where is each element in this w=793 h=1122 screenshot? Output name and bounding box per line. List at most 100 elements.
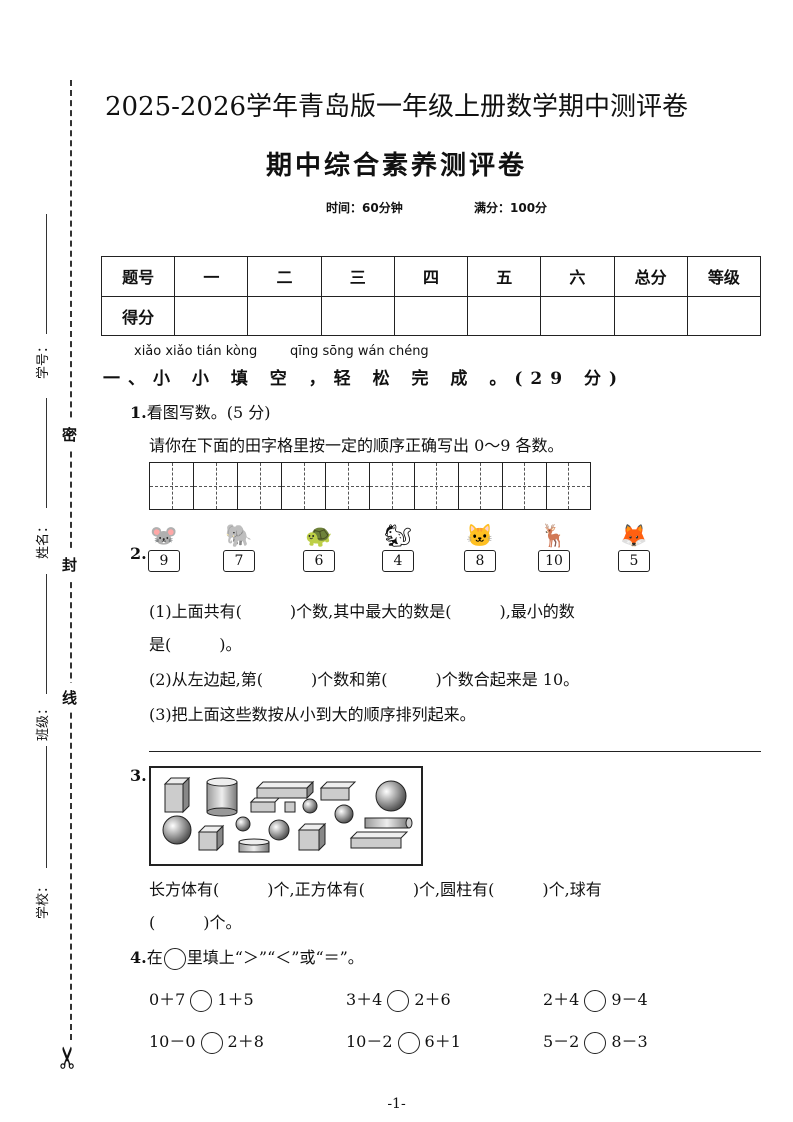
q1-heading: 1.看图写数。(5 分) — [130, 399, 270, 423]
compare-right: 6＋1 — [424, 1032, 461, 1051]
compare-left: 3＋4 — [346, 990, 383, 1009]
exam-subtitle: 期中综合素养测评卷 — [265, 151, 527, 181]
number-box: 5 — [618, 550, 650, 572]
compare-right: 2＋8 — [227, 1032, 264, 1051]
score-cell[interactable] — [540, 295, 615, 336]
number-box: 4 — [382, 550, 414, 572]
score-header-cell: 一 — [174, 256, 249, 297]
cylinder-lying — [364, 817, 413, 829]
compare-circle[interactable] — [387, 989, 410, 1012]
compare-item: 2＋4 9－4 — [543, 986, 648, 1012]
q1-title: 看图写数。(5 分) — [146, 403, 271, 422]
grid-cell[interactable] — [150, 463, 195, 509]
student-id-label: 学号： — [36, 339, 52, 380]
name-label: 姓名： — [36, 519, 52, 560]
score-cell[interactable] — [393, 295, 469, 336]
q4-number: 4. — [130, 948, 147, 967]
q2-answer-line[interactable] — [149, 751, 761, 752]
score-cell[interactable] — [613, 295, 688, 336]
mouse-icon: 🐭 — [150, 524, 178, 549]
tianzige-grid[interactable] — [149, 462, 591, 510]
score-cell[interactable] — [174, 295, 249, 336]
compare-left: 10－2 — [346, 1032, 393, 1051]
grid-cell[interactable] — [194, 463, 239, 509]
q4-title-pre: 在 — [146, 948, 163, 967]
cuboid-long — [349, 831, 409, 849]
grid-cell[interactable] — [502, 463, 547, 509]
cube-left — [197, 824, 225, 852]
score-header-cell: 六 — [540, 256, 615, 297]
compare-item: 10－0 2＋8 — [149, 1028, 264, 1054]
q3-line2: ( )个。 — [149, 913, 242, 932]
sphere-large-left — [162, 815, 192, 845]
animal-card: 🐘7 — [215, 524, 263, 572]
section1-title: 一、小 小 填 空 ，轻 松 完 成 。(29 分) — [103, 369, 626, 389]
number-box: 9 — [148, 550, 180, 572]
q4-title-post: 里填上“＞”“＜”或“＝”。 — [186, 948, 364, 967]
score-header-cell: 题号 — [100, 256, 176, 297]
q2-sub1: (1)上面共有( )个数,其中最大的数是( ),最小的数 — [149, 602, 575, 621]
grid-cell[interactable] — [370, 463, 415, 509]
score-header-cell: 五 — [467, 256, 542, 297]
section1-pinyin-left: xiǎo xiǎo tián kòng — [134, 344, 258, 359]
score-table-score-row: 得分 — [100, 295, 762, 336]
score-cell[interactable] — [467, 295, 542, 336]
score-row-label: 得分 — [100, 295, 176, 336]
compare-circle[interactable] — [584, 1031, 607, 1054]
q2-sub1-cont: 是( )。 — [149, 635, 242, 654]
school-line — [46, 746, 47, 868]
number-box: 6 — [303, 550, 335, 572]
animal-card: 🦊5 — [610, 524, 658, 572]
solids-picture — [149, 766, 423, 866]
score-cell[interactable] — [320, 295, 395, 336]
school-label: 学校： — [36, 879, 52, 920]
q3-line1: 长方体有( )个,正方体有( )个,圆柱有( )个,球有 — [149, 880, 602, 899]
score-cell[interactable] — [686, 295, 762, 336]
grid-cell[interactable] — [546, 463, 591, 509]
grid-cell[interactable] — [238, 463, 283, 509]
q1-instruction: 请你在下面的田字格里按一定的顺序正确写出 0～9 各数。 — [149, 436, 564, 455]
cat-icon: 🐱 — [466, 524, 494, 549]
elephant-icon: 🐘 — [225, 524, 253, 549]
compare-circle-icon — [163, 947, 186, 970]
score-header-cell: 总分 — [613, 256, 688, 297]
animal-card: 🐿4 — [374, 524, 422, 572]
page-number: -1- — [387, 1096, 406, 1112]
seal-feng: 封 — [62, 550, 78, 579]
grid-cell[interactable] — [326, 463, 371, 509]
compare-left: 10－0 — [149, 1032, 196, 1051]
cube-mid — [284, 801, 296, 813]
animal-card: 🐭9 — [140, 524, 188, 572]
sphere-mid — [268, 819, 290, 841]
score-table-header-row: 题号 一 二 三 四 五 六 总分 等级 — [100, 256, 762, 297]
score-cell[interactable] — [247, 295, 322, 336]
grid-cell[interactable] — [282, 463, 327, 509]
cylinder-large — [206, 777, 238, 817]
sphere-mid-2 — [334, 804, 354, 824]
cuboid-small — [249, 797, 281, 813]
compare-right: 8－3 — [611, 1032, 648, 1051]
q1-number: 1. — [130, 403, 147, 422]
cuboid-tall — [163, 776, 191, 814]
seal-mi: 密 — [62, 420, 78, 449]
compare-left: 2＋4 — [543, 990, 580, 1009]
compare-circle[interactable] — [190, 989, 213, 1012]
q2-number: 2. — [130, 544, 147, 563]
section1-pinyin-right: qīng sōng wán chéng — [290, 344, 429, 359]
sphere-small-2 — [235, 816, 251, 832]
seal-xian: 线 — [62, 683, 78, 712]
compare-circle[interactable] — [584, 989, 607, 1012]
exam-title: 2025-2026学年青岛版一年级上册数学期中测评卷 — [104, 92, 689, 122]
compare-circle[interactable] — [200, 1031, 223, 1054]
grid-cell[interactable] — [458, 463, 503, 509]
grid-cell[interactable] — [414, 463, 459, 509]
score-header-cell: 等级 — [686, 256, 762, 297]
number-box: 10 — [538, 550, 570, 572]
compare-circle[interactable] — [397, 1031, 420, 1054]
compare-item: 10－2 6＋1 — [346, 1028, 461, 1054]
score-header-cell: 二 — [247, 256, 322, 297]
q2-sub3: (3)把上面这些数按从小到大的顺序排列起来。 — [149, 705, 476, 724]
compare-right: 9－4 — [611, 990, 648, 1009]
